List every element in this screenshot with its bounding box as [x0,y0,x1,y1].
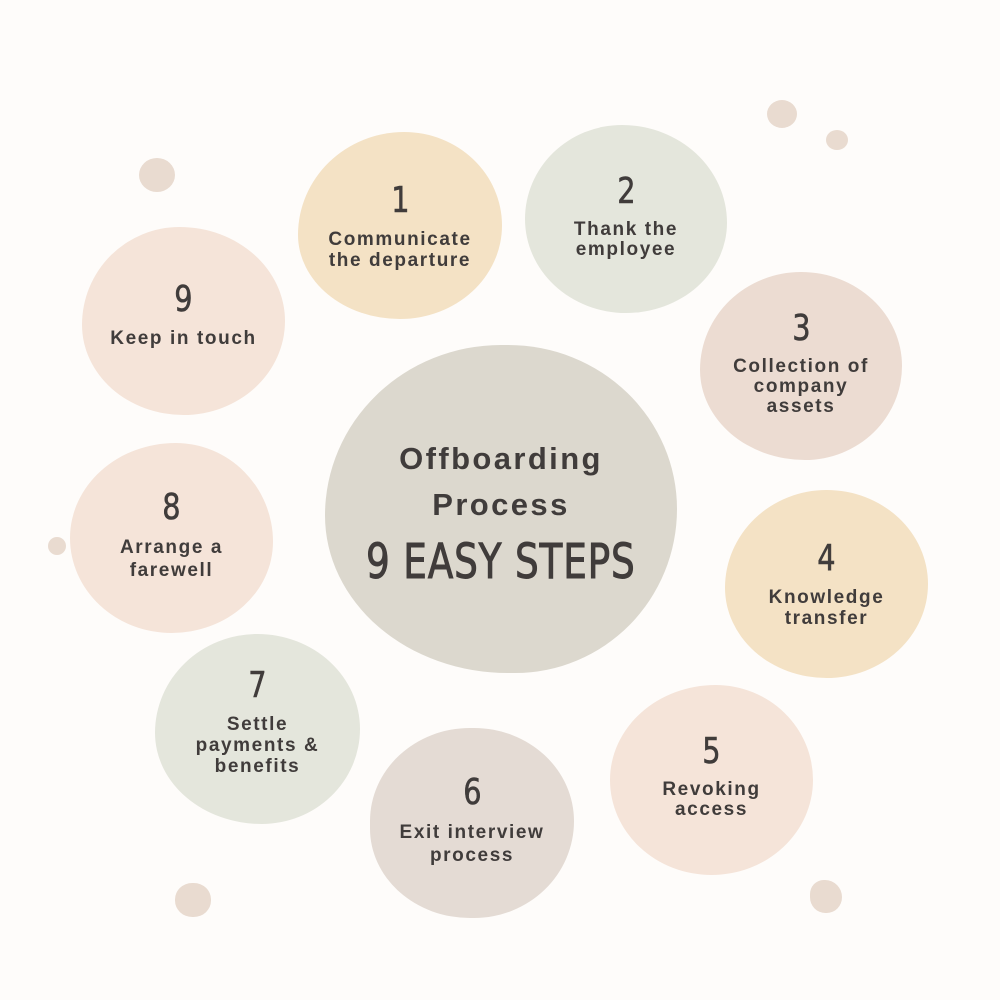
step-6: 6 Exit interview process [370,728,574,918]
decorative-dot [48,537,66,555]
step-label: Knowledge transfer [768,587,885,629]
step-label: Keep in touch [110,327,257,349]
step-label: Exit interview process [399,822,545,866]
step-8: 8 Arrange a farewell [70,443,273,633]
step-9: 9 Keep in touch [82,227,285,415]
step-number: 8 [162,487,181,528]
step-5: 5 Revoking access [610,685,813,875]
step-number: 4 [817,538,836,579]
step-number: 7 [248,664,267,706]
diagram-subtitle: 9 EASY STEPS [366,534,636,591]
step-label: Thank the employee [573,219,679,260]
step-3: 3 Collection of company assets [700,272,902,460]
step-label: Revoking access [662,779,761,820]
step-label: Settle payments & benefits [195,713,320,777]
step-number: 3 [791,308,811,349]
step-number: 6 [462,772,482,813]
step-7: 7 Settle payments & benefits [155,634,360,824]
step-number: 9 [174,278,193,320]
decorative-dot [767,100,797,128]
step-label: Collection of company assets [733,356,869,417]
step-label: Communicate the departure [328,228,472,271]
decorative-dot [826,130,848,150]
diagram-title: Offboarding Process [399,441,603,522]
step-number: 5 [702,731,721,772]
step-1: 1 Communicate the departure [298,132,502,319]
step-number: 2 [616,171,636,212]
step-number: 1 [390,179,410,221]
decorative-dot [175,883,211,917]
step-2: 2 Thank the employee [525,125,727,313]
step-4: 4 Knowledge transfer [725,490,928,678]
center-title-blob: Offboarding Process 9 EASY STEPS [325,345,677,673]
decorative-dot [810,880,842,913]
step-label: Arrange a farewell [119,537,224,581]
decorative-dot [139,158,175,192]
